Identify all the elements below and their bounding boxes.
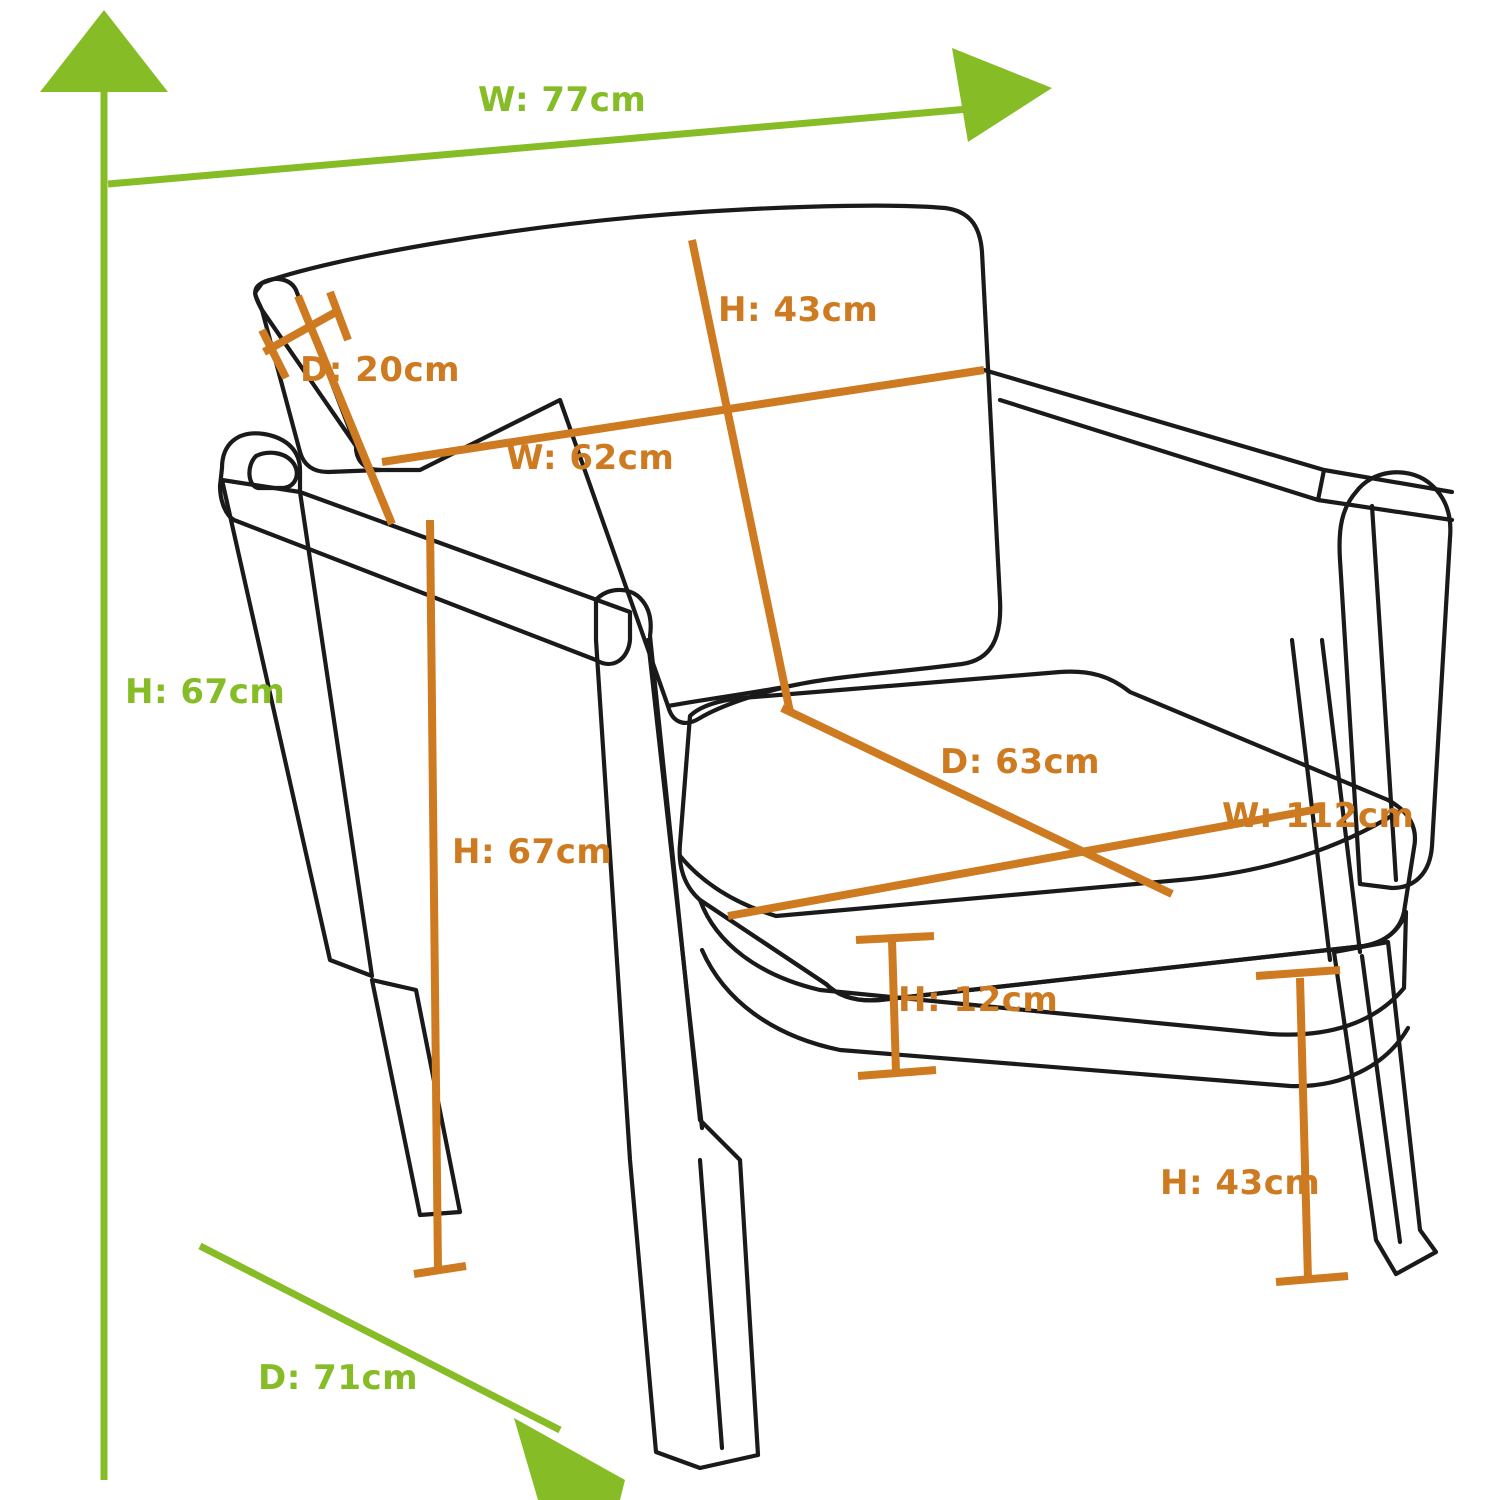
overall-depth-arrow <box>198 1242 625 1500</box>
leg-height-cap-bottom <box>1275 1272 1349 1286</box>
overall-dimension-arrows <box>40 10 1052 1500</box>
backrest-height-label: H: 43cm <box>718 290 879 330</box>
overall-width-label: W: 77cm <box>478 80 647 120</box>
seat-lower-rail-line <box>699 947 1411 1089</box>
backrest-width-label: W: 62cm <box>506 438 675 478</box>
backrest-side-panel-outline <box>253 276 383 475</box>
backrest-depth-tick-top <box>326 290 352 342</box>
right-rear-leg-outline <box>1331 939 1439 1277</box>
detail-dimension-lines <box>258 239 1349 1286</box>
overall-depth-label: D: 71cm <box>258 1358 419 1398</box>
backrest-width-line <box>381 366 985 466</box>
backrest-depth-line <box>262 308 338 356</box>
seat-depth-line <box>780 704 1174 898</box>
backrest-depth-label: D: 20cm <box>300 350 461 390</box>
left-front-post-outline <box>593 587 761 1471</box>
left-rear-leg-outline <box>369 977 463 1218</box>
leg-height-cap-top <box>1255 966 1341 980</box>
seat-thickness-line <box>888 939 900 1073</box>
seat-width-line <box>727 804 1325 920</box>
right-rear-leg-inner-line <box>1359 953 1403 1245</box>
overall-width-arrow <box>107 48 1052 188</box>
right-armrest-outline <box>981 367 1455 523</box>
overall-height-arrow <box>40 10 168 1480</box>
seat-thickness-cap-top <box>855 932 935 944</box>
left-front-post-inner-line <box>645 637 725 1451</box>
left-back-post-outline <box>219 477 375 979</box>
right-front-post-inner-line <box>1369 503 1399 883</box>
backrest-height-line <box>688 239 794 713</box>
armchair-outline <box>217 203 1455 1471</box>
backrest-cushion-outline <box>253 203 1003 725</box>
seat-width-label: W: 112cm <box>1222 796 1415 836</box>
right-back-upright-outline <box>1289 637 1363 963</box>
left-armrest-outline <box>217 431 633 666</box>
seat-thickness-label: H: 12cm <box>898 980 1059 1020</box>
leg-height-label: H: 43cm <box>1160 1163 1321 1203</box>
backrest-side-vertical-line <box>294 294 396 526</box>
right-front-post-outline <box>1337 470 1453 891</box>
seat-depth-label: D: 63cm <box>940 742 1101 782</box>
back-height-line <box>426 519 442 1273</box>
back-height-label: H: 67cm <box>452 832 613 872</box>
overall-height-label: H: 67cm <box>125 672 286 712</box>
left-armrest-inner-notch <box>247 450 299 491</box>
leg-height-line <box>1296 977 1312 1281</box>
seat-front-rail-outline <box>697 897 1409 1037</box>
backrest-depth-tick-bottom <box>258 328 290 380</box>
seat-thickness-cap-bottom <box>857 1066 937 1080</box>
back-height-foot-tick <box>413 1262 467 1278</box>
